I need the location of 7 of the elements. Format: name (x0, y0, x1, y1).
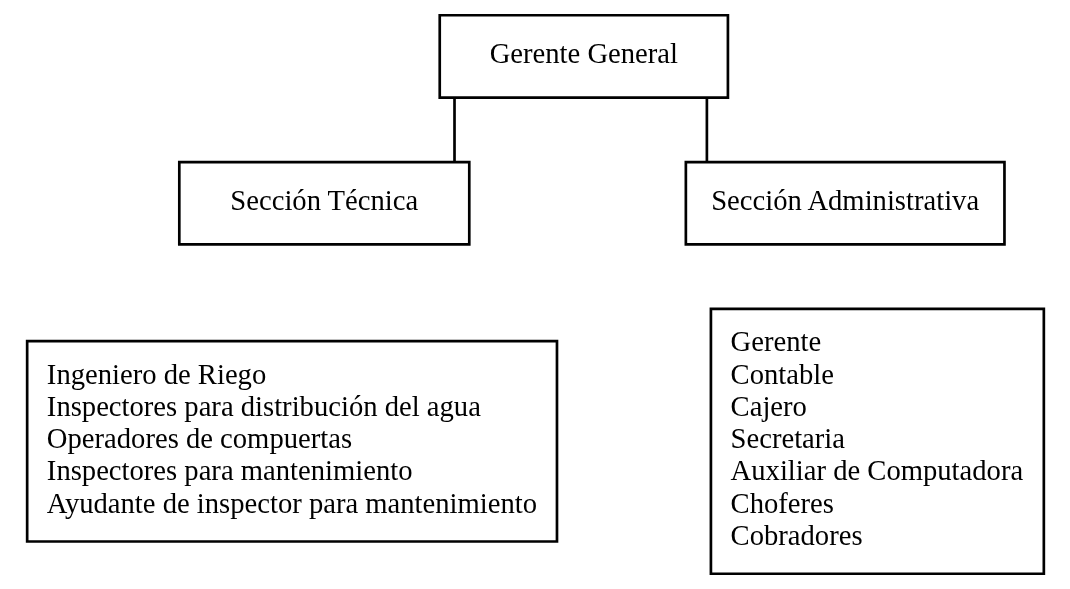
node-box: Sección Administrativa (684, 160, 1006, 246)
connector (705, 98, 708, 162)
node-box: Gerente Contable Cajero Secretaria Auxiliar de Computadora Choferes Cobradores (709, 307, 1045, 576)
node-box: Gerente General (437, 13, 729, 99)
node-box: Ingeniero de Riego Inspectores para distribución del agua Operadores de compuertas Inspectores para mantenimiento Ayudante de inspector para mantenimiento (25, 339, 558, 543)
node-box: Sección Técnica (177, 160, 471, 246)
connector (452, 98, 456, 162)
